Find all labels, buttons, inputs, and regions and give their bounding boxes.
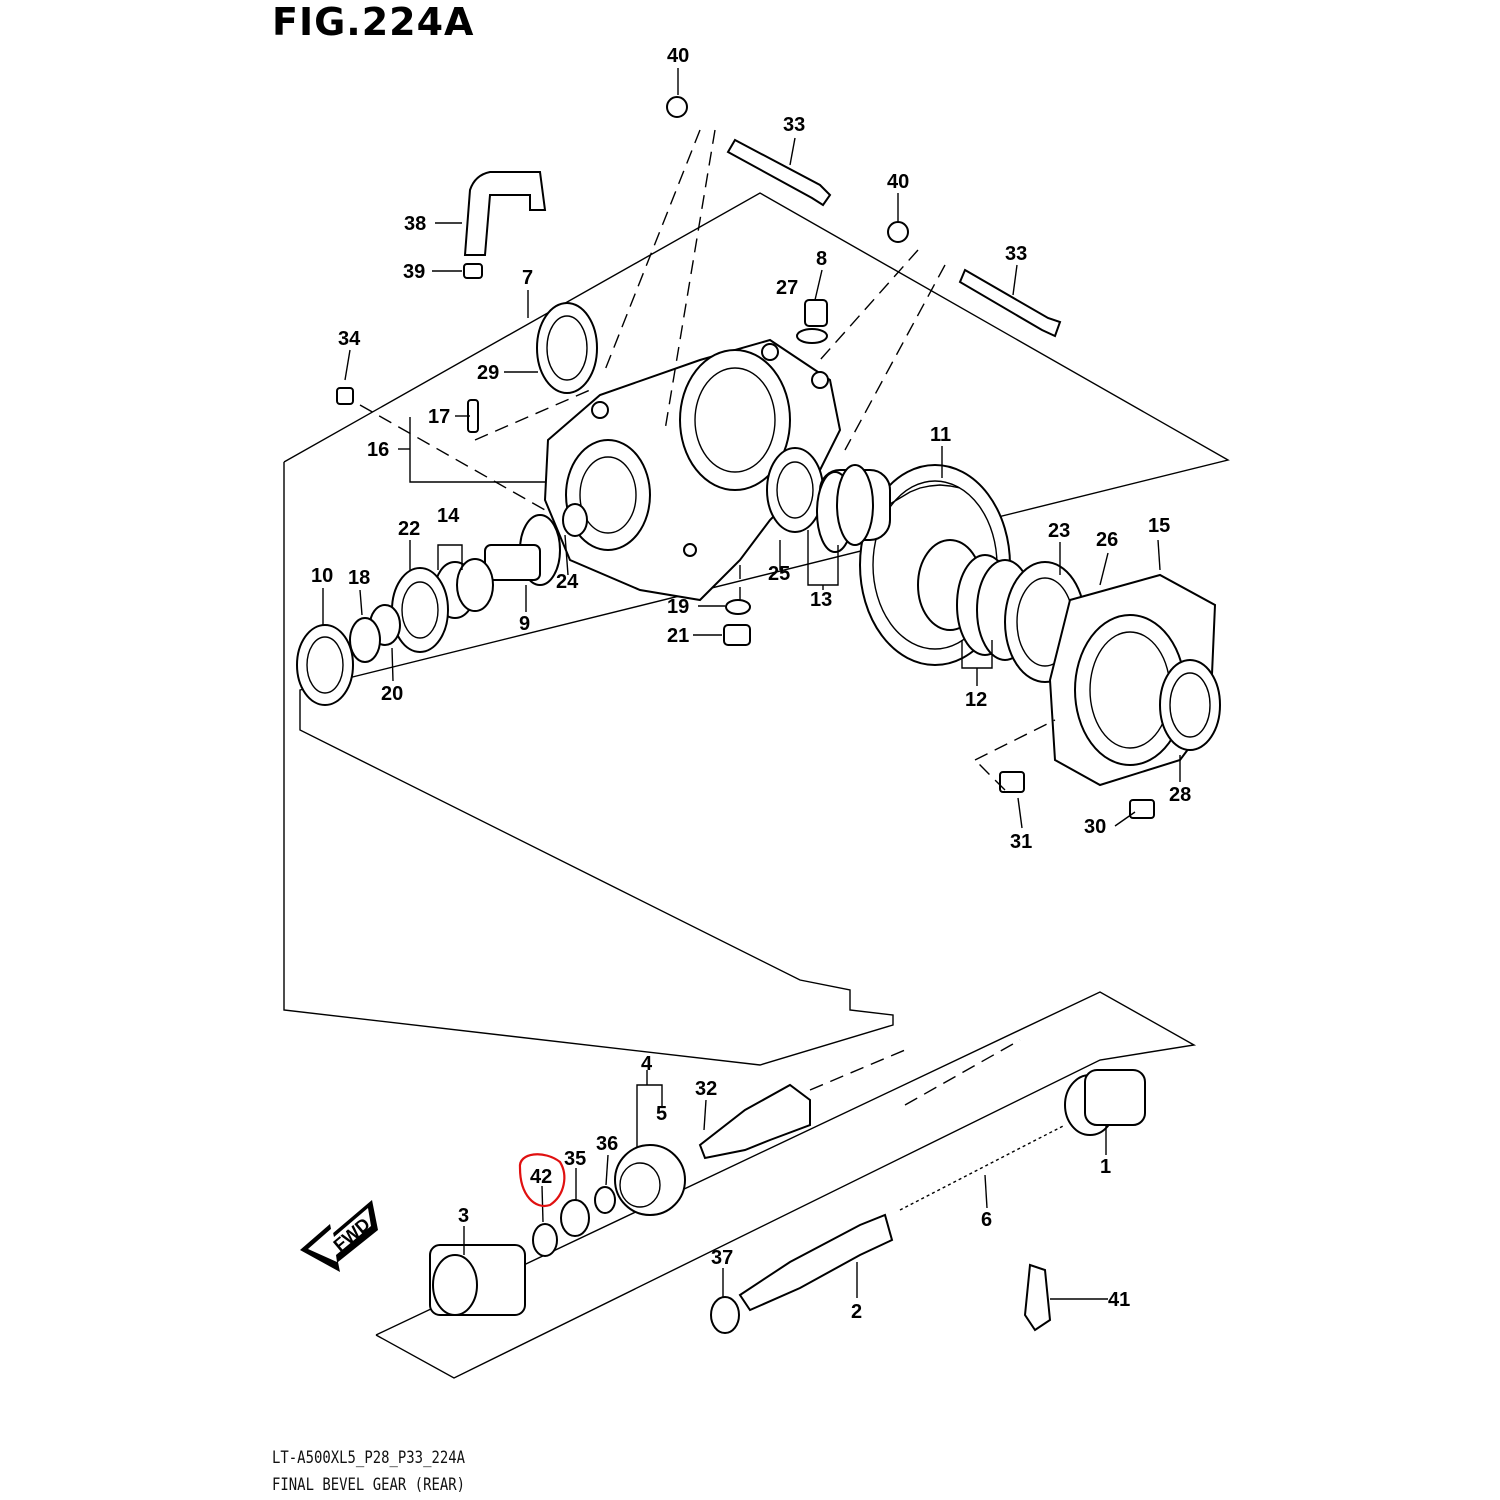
callout-label: 13 [810,589,832,611]
drive-shaft-parts [429,1069,1146,1334]
callout-label: 10 [311,565,333,587]
callout-label: 12 [965,689,987,711]
callout-label: 33 [1005,243,1027,265]
callout-label: 1 [1100,1156,1111,1178]
callout-label: 6 [981,1209,992,1231]
leader-lines [322,68,1181,1300]
callout-label: 14 [437,505,460,527]
callout-label: 16 [367,439,389,461]
callout-label: 7 [522,267,533,289]
right-bearing-parts [956,554,1086,683]
callout-label: 30 [1084,816,1106,838]
callout-labels: 40 33 40 33 38 39 7 8 27 34 29 17 16 11 … [311,45,1191,1323]
callout-label: 37 [711,1247,733,1269]
pinion-parts [296,503,588,706]
callout-label: 3 [458,1205,469,1227]
callout-label: 38 [404,213,426,235]
callout-label: 31 [1010,831,1032,853]
callout-label: 29 [477,362,499,384]
callout-label: 32 [695,1078,717,1100]
highlight-circle [518,1153,566,1208]
model-code: LT-A500XL5_P28_P33_224A [272,1448,466,1468]
shaft-bearing-parts [766,447,891,553]
fasteners [336,96,1155,819]
callout-label: 39 [403,261,425,283]
callout-label: 35 [564,1148,586,1170]
figure-title: FIG.224A [272,0,475,44]
figure-caption: FINAL BEVEL GEAR (REAR) [272,1475,466,1495]
callout-label: 26 [1096,529,1118,551]
callout-label: 4 [641,1053,653,1075]
callout-label: 21 [667,625,689,647]
callout-label: 17 [428,406,450,428]
callout-label: 22 [398,518,420,540]
callout-label: 18 [348,567,370,589]
callout-label: 8 [816,248,827,270]
seal-and-breather-parts [463,171,598,433]
callout-label: 2 [851,1301,862,1323]
callout-label: 20 [381,683,403,705]
callout-label: 15 [1148,515,1170,537]
callout-label: 23 [1048,520,1070,542]
callout-label: 42 [530,1166,552,1188]
callout-label: 40 [667,45,689,67]
callout-label: 36 [596,1133,618,1155]
callout-label: 25 [768,563,790,585]
callout-label: 9 [519,613,530,635]
callout-label: 5 [656,1103,667,1125]
lower-assembly-frame [375,991,1197,1379]
callout-label: 28 [1169,784,1191,806]
callout-label: 27 [776,277,798,299]
callout-label: 11 [930,424,951,446]
callout-label: 34 [338,328,361,350]
callout-label: 19 [667,596,689,618]
callout-label: 40 [887,171,909,193]
forward-direction-arrow [300,1200,378,1272]
upper-assembly-frame [283,192,1230,1066]
callout-label: 33 [783,114,805,136]
callout-label: 24 [556,571,579,593]
callout-label: 41 [1108,1289,1130,1311]
cover-part [1048,573,1221,787]
